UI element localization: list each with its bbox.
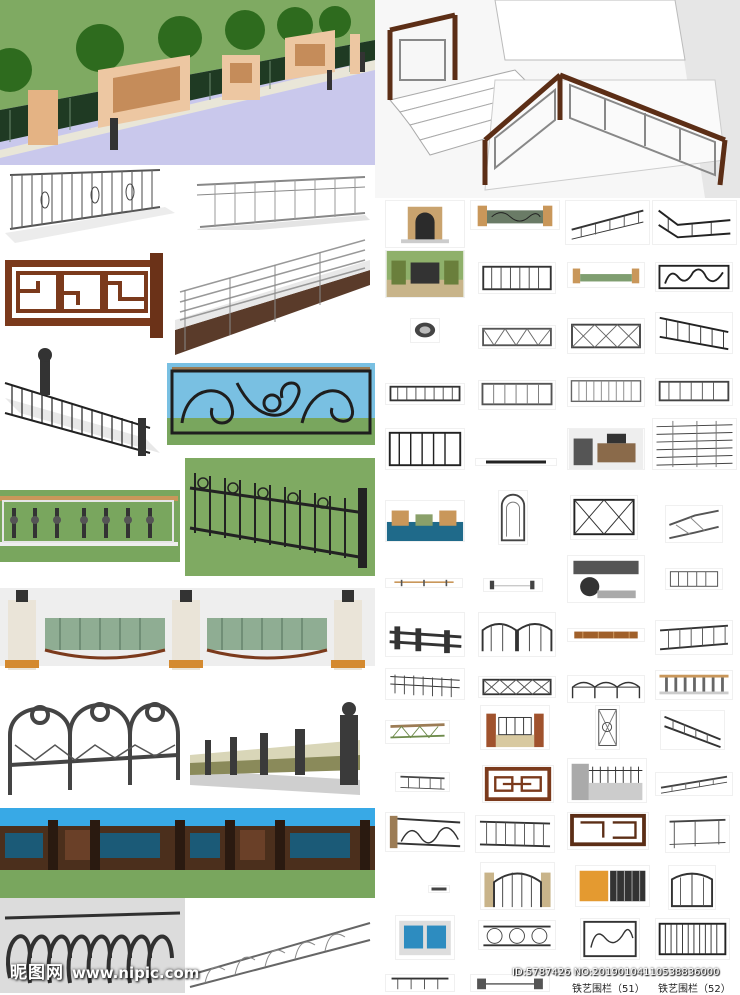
thumb-ornate-rail xyxy=(385,812,465,852)
watermark-site: www.nipic.com xyxy=(72,964,200,982)
fence-model-brick-blue-panels xyxy=(0,808,375,898)
thumb-rail-open xyxy=(665,815,730,853)
thumb-lattice-rail-c xyxy=(478,676,556,698)
thumb-gate-perspective xyxy=(665,505,723,543)
thumb-wood-lattice-c xyxy=(567,812,649,850)
thumb-blue-panels xyxy=(395,915,455,960)
thumb-pillar-fence-mini xyxy=(567,262,645,288)
thumb-tall-panel xyxy=(595,705,620,750)
thumb-sculpture-fence xyxy=(567,555,645,603)
thumb-lattice-rail-b xyxy=(567,318,645,354)
thumb-wall-fence xyxy=(567,758,647,803)
thumb-garden-gate xyxy=(385,250,465,298)
watermark-brand: 昵图网 www.nipic.com xyxy=(10,958,199,983)
caption-51: 铁艺围栏（51） xyxy=(572,984,645,995)
thumb-grand-gate xyxy=(480,862,555,910)
fence-model-pillar-wall xyxy=(0,588,375,678)
thumb-post-rail-dark xyxy=(385,612,465,657)
thumb-mini-posts xyxy=(483,578,543,592)
thumb-flat-bar xyxy=(475,458,557,466)
thumb-circle-rail xyxy=(478,920,556,950)
thumb-arch-gate xyxy=(385,200,465,248)
thumb-low-rail-a xyxy=(385,383,465,405)
thumb-rail-perspective-a xyxy=(565,200,650,245)
thumb-cross-panel xyxy=(570,495,638,540)
thumb-spike-rail xyxy=(385,668,465,700)
fence-model-scroll-panel xyxy=(167,363,375,445)
thumb-rail-slant-b xyxy=(655,620,733,655)
fence-model-leaf-rail xyxy=(185,905,375,993)
thumb-square-fence xyxy=(385,428,465,470)
caption-52: 铁艺围栏（52） xyxy=(658,984,731,995)
thumb-rail-straight-d xyxy=(655,378,733,406)
thumb-tiny-rail xyxy=(428,885,450,893)
thumb-double-gate xyxy=(668,865,716,910)
thumb-rail-collection xyxy=(652,418,737,470)
thumb-orange-gate xyxy=(575,865,650,907)
thumb-bottom-rail-b xyxy=(470,974,550,992)
thumb-rail-diagonal xyxy=(660,710,725,750)
thumb-rail-straight-e xyxy=(475,815,555,853)
fence-model-stone-posts xyxy=(185,695,375,800)
fence-model-green-balusters xyxy=(0,490,180,562)
thumb-small-rail-a xyxy=(395,772,450,792)
thumb-coil xyxy=(410,318,440,343)
thumb-wood-band xyxy=(567,628,645,642)
thumb-thin-long-rail xyxy=(385,578,463,588)
thumb-rail-straight-b xyxy=(478,380,556,410)
thumb-arch-rail-mini xyxy=(567,675,645,703)
watermark-id-line: ID:5787426 NO:20190104110538836000 xyxy=(512,967,720,978)
fence-model-wood-lattice xyxy=(0,253,170,343)
thumb-thin-rail-slope xyxy=(655,772,733,796)
thumb-scroll-panel-mini xyxy=(655,262,733,292)
fence-model-curl-cage xyxy=(0,898,185,993)
thumb-iron-gate-double xyxy=(478,612,556,657)
thumb-bottom-rail-a xyxy=(385,974,455,992)
fence-model-black-iron-perspective xyxy=(0,343,170,463)
fence-model-arch-rail xyxy=(0,690,185,802)
thumb-scroll-gate xyxy=(580,918,640,960)
thumb-rail-straight-a xyxy=(478,262,556,294)
fence-model-ramp-rail xyxy=(170,230,375,360)
thumb-courtyard-gate xyxy=(567,428,645,470)
fence-model-curl-top xyxy=(185,458,375,576)
thumb-small-gate xyxy=(665,568,723,590)
thumb-wood-lattice-b xyxy=(482,765,554,803)
thumb-baluster-rail xyxy=(655,670,733,700)
thumb-canal-wall xyxy=(385,500,465,542)
thumb-rail-straight-c xyxy=(567,377,645,407)
thumb-lattice-rail-a xyxy=(478,325,556,349)
thumb-brick-panel xyxy=(470,200,560,230)
thumb-arch-door xyxy=(498,490,528,545)
thumb-rail-slope-a xyxy=(655,312,733,354)
watermark-brand-name: 昵图网 xyxy=(10,963,64,983)
thumb-brick-gate xyxy=(480,705,550,750)
fence-model-white-balusters xyxy=(0,165,185,253)
fence-scene-street xyxy=(0,0,375,165)
thumb-wood-rail-green xyxy=(385,720,450,744)
thumb-corner-rail xyxy=(652,200,737,245)
fence-scene-staircase xyxy=(375,0,740,198)
thumb-dense-fence xyxy=(655,918,730,960)
